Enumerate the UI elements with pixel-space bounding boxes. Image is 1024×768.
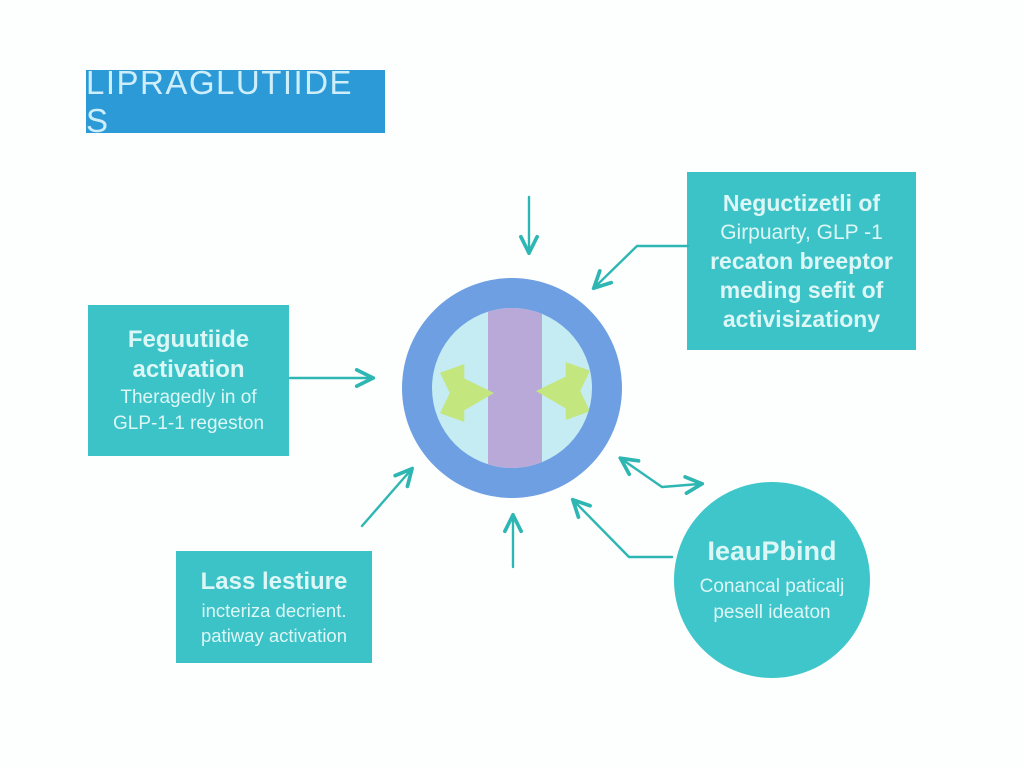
arrow-center-bottomright-double bbox=[623, 460, 699, 487]
title-banner: LIPRAGLUTIIDE S bbox=[86, 64, 385, 139]
arrow-bottomright-to-center bbox=[575, 502, 674, 559]
node-line: Girpuarty, GLP -1 bbox=[720, 220, 883, 244]
receptor-cell-icon bbox=[432, 308, 592, 468]
node-line: IeauPbind bbox=[707, 536, 837, 566]
node-line: activisizationy bbox=[722, 305, 881, 332]
node-line: Feguutiide bbox=[127, 325, 250, 353]
node-line: GLP-1-1 regeston bbox=[112, 412, 265, 434]
node-line: Neguctizetli of bbox=[722, 189, 881, 216]
node-receptor-activation-effects: Neguctizetli of Girpuarty, GLP -1 recato… bbox=[687, 172, 916, 350]
title-text: LIPRAGLUTIIDE S bbox=[86, 63, 354, 139]
node-binding-circle: IeauPbind Conancal paticalj pesell ideat… bbox=[674, 482, 870, 678]
node-line: pesell ideaton bbox=[713, 602, 831, 623]
receptor-right-arrow-icon bbox=[536, 362, 590, 420]
node-line: Theragedly in of bbox=[120, 386, 257, 408]
node-line: patiway activation bbox=[200, 625, 348, 646]
receptor-membrane-band bbox=[488, 308, 542, 468]
node-line: Conancal paticalj bbox=[699, 576, 845, 597]
receptor-left-arrow-icon bbox=[440, 364, 494, 422]
node-pathway-activation: Lass lestiure incteriza decrient. patiwa… bbox=[176, 551, 372, 663]
arrow-bottomleft-to-center bbox=[360, 471, 410, 528]
node-line: activation bbox=[132, 355, 245, 383]
node-line: incteriza decrient. bbox=[201, 600, 347, 621]
node-line: Lass lestiure bbox=[200, 568, 348, 595]
node-line: recaton breeptor bbox=[710, 247, 893, 274]
node-glp1-activation: Feguutiide activation Theragedly in of G… bbox=[88, 305, 289, 456]
node-line: meding sefit of bbox=[719, 276, 884, 303]
arrow-topright-to-center bbox=[596, 244, 690, 286]
